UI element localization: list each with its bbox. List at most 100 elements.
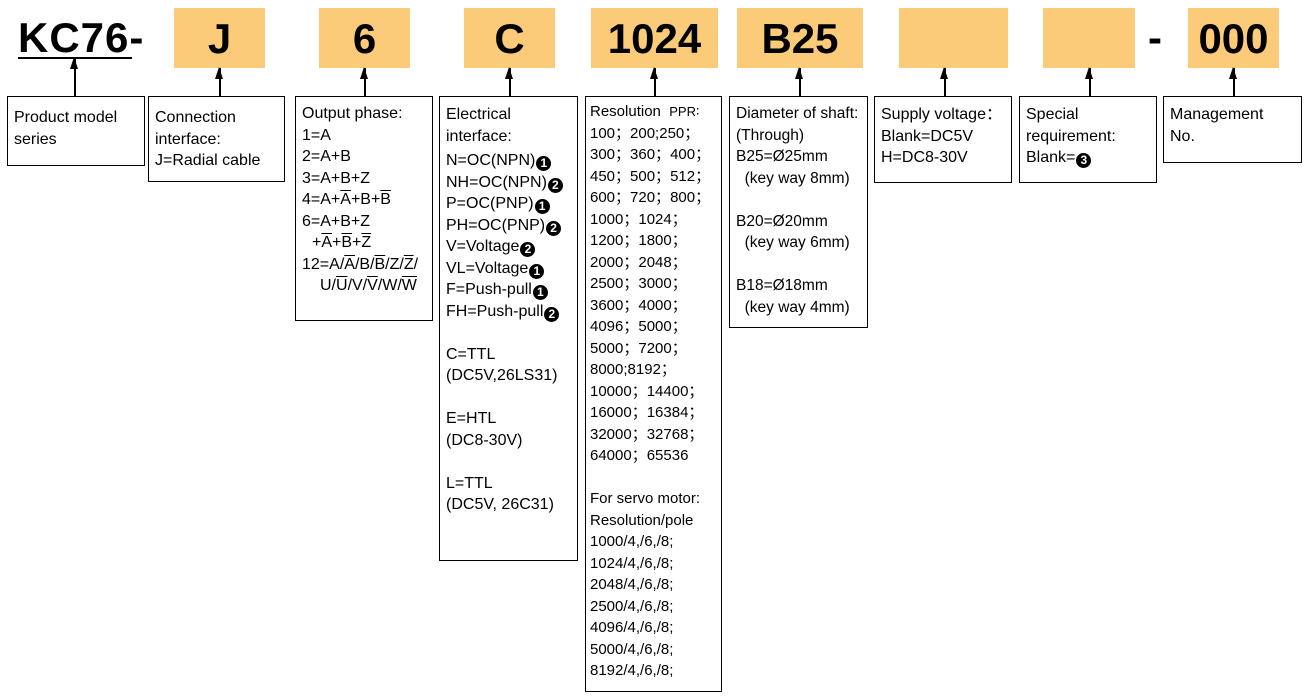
output-phase-12: 12=A/A/B/B/Z/Z/ bbox=[302, 255, 419, 273]
resolution-title: Resolution PPR∶ bbox=[590, 103, 700, 120]
electrical-e: E=HTL bbox=[446, 410, 497, 427]
product-line-2: series bbox=[14, 130, 57, 148]
supply-line-1: Supply voltage： bbox=[881, 106, 1002, 123]
output-phase-4: 4=A+A+B+B bbox=[302, 191, 391, 208]
resolution-row: 8000;8192； bbox=[590, 361, 676, 378]
code-electrical: C bbox=[464, 8, 555, 68]
footnote-marker: 3 bbox=[1076, 153, 1092, 168]
shaft-line bbox=[736, 189, 861, 211]
electrical-c-detail: (DC5V,26LS31) bbox=[446, 367, 558, 384]
electrical-title-2: interface: bbox=[446, 127, 512, 145]
arrow-output-phase bbox=[361, 67, 367, 96]
shaft-line: (key way 8mm) bbox=[736, 169, 850, 187]
connection-line-1: Connection bbox=[155, 109, 236, 126]
resolution-row: 32000；32768； bbox=[590, 425, 704, 443]
electrical-l-detail: (DC5V, 26C31) bbox=[446, 496, 554, 513]
shaft-line: Diameter of shaft: bbox=[736, 105, 859, 122]
servo-row: 1000/4,/6,/8; bbox=[590, 533, 674, 550]
special-line-2: requirement: bbox=[1026, 127, 1116, 145]
resolution-row: 16000；16384； bbox=[590, 404, 704, 421]
electrical-title-1: Electrical bbox=[446, 106, 511, 123]
shaft-line bbox=[736, 254, 861, 276]
resolution-row: 1000；1024； bbox=[590, 210, 687, 228]
servo-list: 1000/4,/6,/8; 1024/4,/6,/8; 2048/4,/6,/8; 2… bbox=[590, 531, 717, 682]
output-phase-3: 3=A+B+Z bbox=[302, 169, 371, 187]
electrical-c: C=TTL bbox=[446, 345, 496, 363]
electrical-l: L=TTL bbox=[446, 474, 493, 492]
shaft-list: Diameter of shaft: (Through) B25=Ø25mm (ke… bbox=[736, 103, 861, 318]
output-phase-box: Output phase: 1=A 2=A+B 3=A+B+Z 4=A+A+B+… bbox=[295, 96, 433, 321]
shaft-line: B20=Ø20mm bbox=[736, 212, 828, 230]
resolution-row: 100；200;250； bbox=[590, 124, 700, 142]
servo-row: 2500/4,/6,/8; bbox=[590, 597, 674, 615]
electrical-interface-box: Electrical interface: N=OC(NPN)1 NH=OC(N… bbox=[439, 96, 578, 561]
output-phase-title: Output phase: bbox=[302, 105, 403, 122]
footnote-marker: 1 bbox=[534, 199, 550, 214]
supply-line-2: Blank=DC5V bbox=[881, 127, 974, 145]
footnote-marker: 1 bbox=[529, 263, 545, 279]
model-prefix: KC76- bbox=[18, 14, 145, 61]
code-supply-voltage bbox=[899, 8, 1008, 68]
code-special bbox=[1043, 8, 1135, 68]
special-blank: Blank=3 bbox=[1026, 147, 1150, 169]
arrow-electrical bbox=[506, 67, 512, 96]
electrical-item: P=OC(PNP)1 bbox=[446, 193, 571, 215]
code-resolution: 1024 bbox=[591, 8, 718, 68]
arrow-connection bbox=[216, 67, 222, 96]
resolution-row: 4096；5000； bbox=[590, 318, 687, 335]
resolution-row: 10000；14400； bbox=[590, 382, 704, 400]
resolution-row: 2000；2048； bbox=[590, 253, 687, 271]
arrow-special bbox=[1086, 67, 1092, 96]
management-line-1: Management bbox=[1170, 106, 1264, 123]
servo-title-2: Resolution/pole bbox=[590, 511, 694, 529]
resolution-row: 600；720；800； bbox=[590, 189, 711, 206]
servo-row: 2048/4,/6,/8; bbox=[590, 576, 674, 593]
output-phase-6b: +A+B+Z bbox=[312, 234, 372, 251]
code-dash: - bbox=[1148, 14, 1162, 61]
servo-row: 5000/4,/6,/8; bbox=[590, 640, 674, 658]
special-line-1: Special bbox=[1026, 106, 1079, 123]
management-line-2: No. bbox=[1170, 127, 1195, 145]
output-phase-2: 2=A+B bbox=[302, 148, 351, 165]
management-box: Management No. bbox=[1163, 96, 1302, 163]
servo-row: 8192/4,/6,/8; bbox=[590, 662, 674, 679]
shaft-line: (key way 4mm) bbox=[736, 298, 850, 316]
code-connection: J bbox=[174, 8, 265, 68]
code-output-phase: 6 bbox=[319, 8, 410, 68]
output-phase-6: 6=A+B+Z bbox=[302, 212, 371, 230]
arrow-product bbox=[71, 57, 77, 96]
resolution-row: 3600；4000； bbox=[590, 296, 687, 314]
output-phase-12b: U/U/V/V/W/W bbox=[320, 277, 417, 294]
product-model-box: Product model series bbox=[7, 96, 145, 166]
code-shaft: B25 bbox=[737, 8, 863, 68]
resolution-list: 100；200;250；300；360；400；450；500；512；600；… bbox=[590, 123, 717, 467]
shaft-line: B18=Ø18mm bbox=[736, 277, 828, 294]
supply-line-3: H=DC8-30V bbox=[881, 149, 968, 166]
resolution-row: 1200；1800； bbox=[590, 232, 687, 249]
electrical-e-detail: (DC8-30V) bbox=[446, 431, 523, 449]
footnote-marker: 1 bbox=[536, 156, 552, 171]
servo-row: 4096/4,/6,/8; bbox=[590, 619, 674, 636]
output-phase-1: 1=A bbox=[302, 126, 331, 144]
footnote-marker: 2 bbox=[544, 306, 560, 322]
footnote-marker: 1 bbox=[532, 285, 548, 300]
connection-line-3: J=Radial cable bbox=[155, 152, 261, 169]
arrow-management bbox=[1230, 67, 1236, 96]
shaft-line: B25=Ø25mm bbox=[736, 148, 828, 165]
footnote-marker: 2 bbox=[546, 220, 562, 236]
shaft-line: (key way 6mm) bbox=[736, 234, 850, 251]
electrical-item: PH=OC(PNP)2 bbox=[446, 215, 571, 237]
resolution-row: 5000；7200； bbox=[590, 339, 687, 357]
resolution-row: 64000；65536 bbox=[590, 447, 689, 464]
connection-box: Connection interface: J=Radial cable bbox=[148, 96, 285, 182]
shaft-line: (Through) bbox=[736, 126, 805, 144]
arrow-supply bbox=[941, 67, 947, 96]
electrical-item: NH=OC(NPN)2 bbox=[446, 172, 571, 194]
servo-row: 1024/4,/6,/8; bbox=[590, 554, 674, 572]
supply-voltage-box: Supply voltage： Blank=DC5V H=DC8-30V bbox=[874, 96, 1012, 183]
connection-line-2: interface: bbox=[155, 130, 221, 148]
